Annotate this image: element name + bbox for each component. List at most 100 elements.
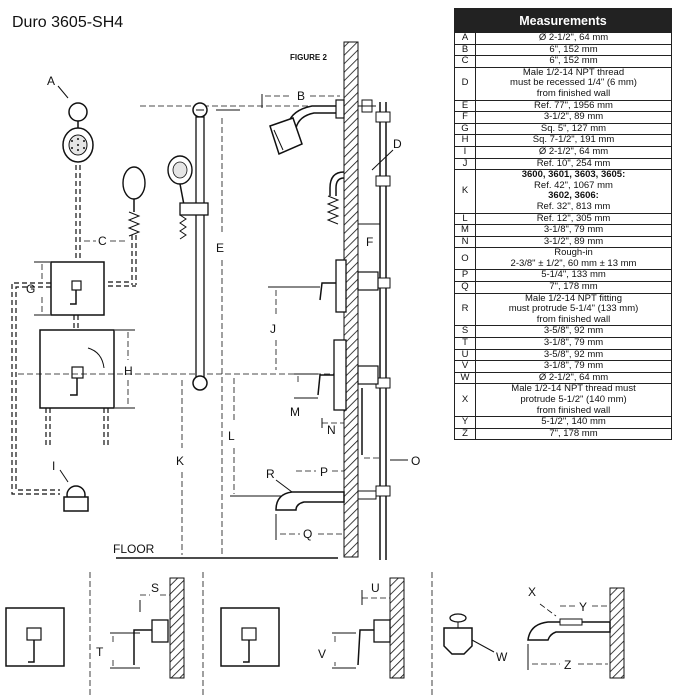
row-key: S	[454, 325, 476, 339]
label-k: K	[176, 454, 184, 468]
row-value-line: Ref. 42", 1067 mm	[534, 179, 613, 191]
row-value-line: from finished wall	[536, 404, 611, 416]
label-f: F	[366, 235, 373, 249]
label-t: T	[96, 645, 104, 659]
row-value-line: Sq. 7-1/2", 191 mm	[532, 134, 615, 146]
label-p: P	[320, 465, 328, 479]
row-key: F	[454, 111, 476, 124]
tub-spout-front-icon	[443, 627, 473, 655]
row-key: P	[454, 269, 476, 283]
row-value-line: 3-1/2", 89 mm	[543, 235, 604, 247]
label-m: M	[290, 405, 300, 419]
label-z: Z	[564, 658, 571, 672]
row-value: 3600, 3601, 3603, 3605:Ref. 42", 1067 mm…	[475, 169, 672, 214]
row-value: 3-5/8", 92 mm	[475, 325, 672, 339]
row-value-line: Male 1/2-14 NPT thread	[522, 66, 625, 78]
row-key: J	[454, 157, 476, 171]
row-value-line: 3-1/8", 79 mm	[543, 337, 604, 349]
row-key: Y	[454, 416, 476, 429]
row-value-line: protrude 5-1/2" (140 mm)	[520, 394, 627, 405]
side-tub-spout-icon	[275, 491, 345, 511]
row-value: 6", 152 mm	[475, 55, 672, 68]
row-value: Sq. 5", 127 mm	[475, 122, 672, 136]
diagram-title: Duro 3605-SH4	[12, 14, 124, 31]
label-i: I	[52, 459, 55, 473]
row-value: 5-1/2", 140 mm	[475, 416, 672, 429]
row-value-line: Male 1/2-14 NPT fitting	[525, 292, 622, 304]
row-key: E	[454, 99, 476, 113]
row-value-line: 7", 178 mm	[549, 427, 598, 439]
row-key: W	[454, 371, 476, 385]
label-w: W	[496, 650, 508, 664]
row-value-line: Male 1/2-14 NPT thread must	[511, 383, 636, 395]
row-key: C	[454, 55, 476, 68]
row-value-line: Ref. 32", 813 mm	[536, 200, 611, 212]
row-value: 3-1/8", 79 mm	[475, 224, 672, 237]
row-key: Z	[454, 427, 476, 441]
row-value-line: 2-3/8" ± 1/2", 60 mm ± 13 mm	[510, 257, 637, 269]
label-y: Y	[579, 600, 587, 614]
row-value-line: 3-5/8", 92 mm	[543, 348, 604, 360]
row-value: Ø 2-1/2", 64 mm	[475, 145, 672, 159]
row-value: Ref. 77", 1956 mm	[475, 99, 672, 113]
label-v: V	[318, 647, 326, 661]
table-row: Q 7", 178 mm	[454, 281, 672, 294]
label-x: X	[528, 585, 536, 599]
row-key: V	[454, 360, 476, 373]
row-value: 6", 152 mm	[475, 43, 672, 57]
label-l: L	[228, 429, 235, 443]
row-value-line: 5-1/4", 133 mm	[541, 269, 606, 281]
row-value-line: Rough-in	[554, 247, 593, 259]
table-header: Measurements	[454, 8, 672, 33]
row-key: M	[454, 224, 476, 237]
row-value-line: Ø 2-1/2", 64 mm	[538, 145, 609, 157]
row-value: 7", 178 mm	[475, 427, 672, 441]
side-showerhead-icon	[269, 117, 303, 156]
row-value-line: must be recessed 1/4" (6 mm)	[510, 77, 637, 89]
row-value: 3-1/2", 89 mm	[475, 111, 672, 124]
label-b: B	[297, 89, 305, 103]
row-value: Ref. 12", 305 mm	[475, 212, 672, 226]
floor-label: FLOOR	[113, 542, 155, 556]
label-h: H	[124, 364, 133, 378]
row-key: G	[454, 122, 476, 136]
table-row: C 6", 152 mm	[454, 55, 672, 68]
row-value: 3-1/8", 79 mm	[475, 360, 672, 373]
row-value: 5-1/4", 133 mm	[475, 269, 672, 283]
row-value-line: Ø 2-1/2", 64 mm	[538, 32, 609, 43]
row-key: D	[454, 66, 476, 101]
label-s: S	[151, 581, 159, 595]
label-q: Q	[303, 527, 312, 541]
row-key: Q	[454, 281, 476, 294]
hand-shower-icon	[122, 166, 146, 200]
row-key: B	[454, 43, 476, 57]
row-key: K	[454, 169, 476, 214]
label-a: A	[47, 74, 55, 88]
row-value-line: Ref. 10", 254 mm	[536, 157, 611, 169]
row-value-line: 3-1/2", 89 mm	[543, 111, 604, 123]
row-value-line: 6", 152 mm	[549, 55, 598, 67]
bottom-details: S T U V W X Y	[5, 572, 625, 695]
row-value-line: 7", 178 mm	[549, 281, 598, 293]
row-value-line: 3602, 3606:	[548, 190, 599, 202]
row-value-line: Ref. 12", 305 mm	[536, 212, 611, 224]
table-row: J Ref. 10", 254 mm	[454, 157, 672, 171]
figure-label: FIGURE 2	[290, 53, 327, 62]
